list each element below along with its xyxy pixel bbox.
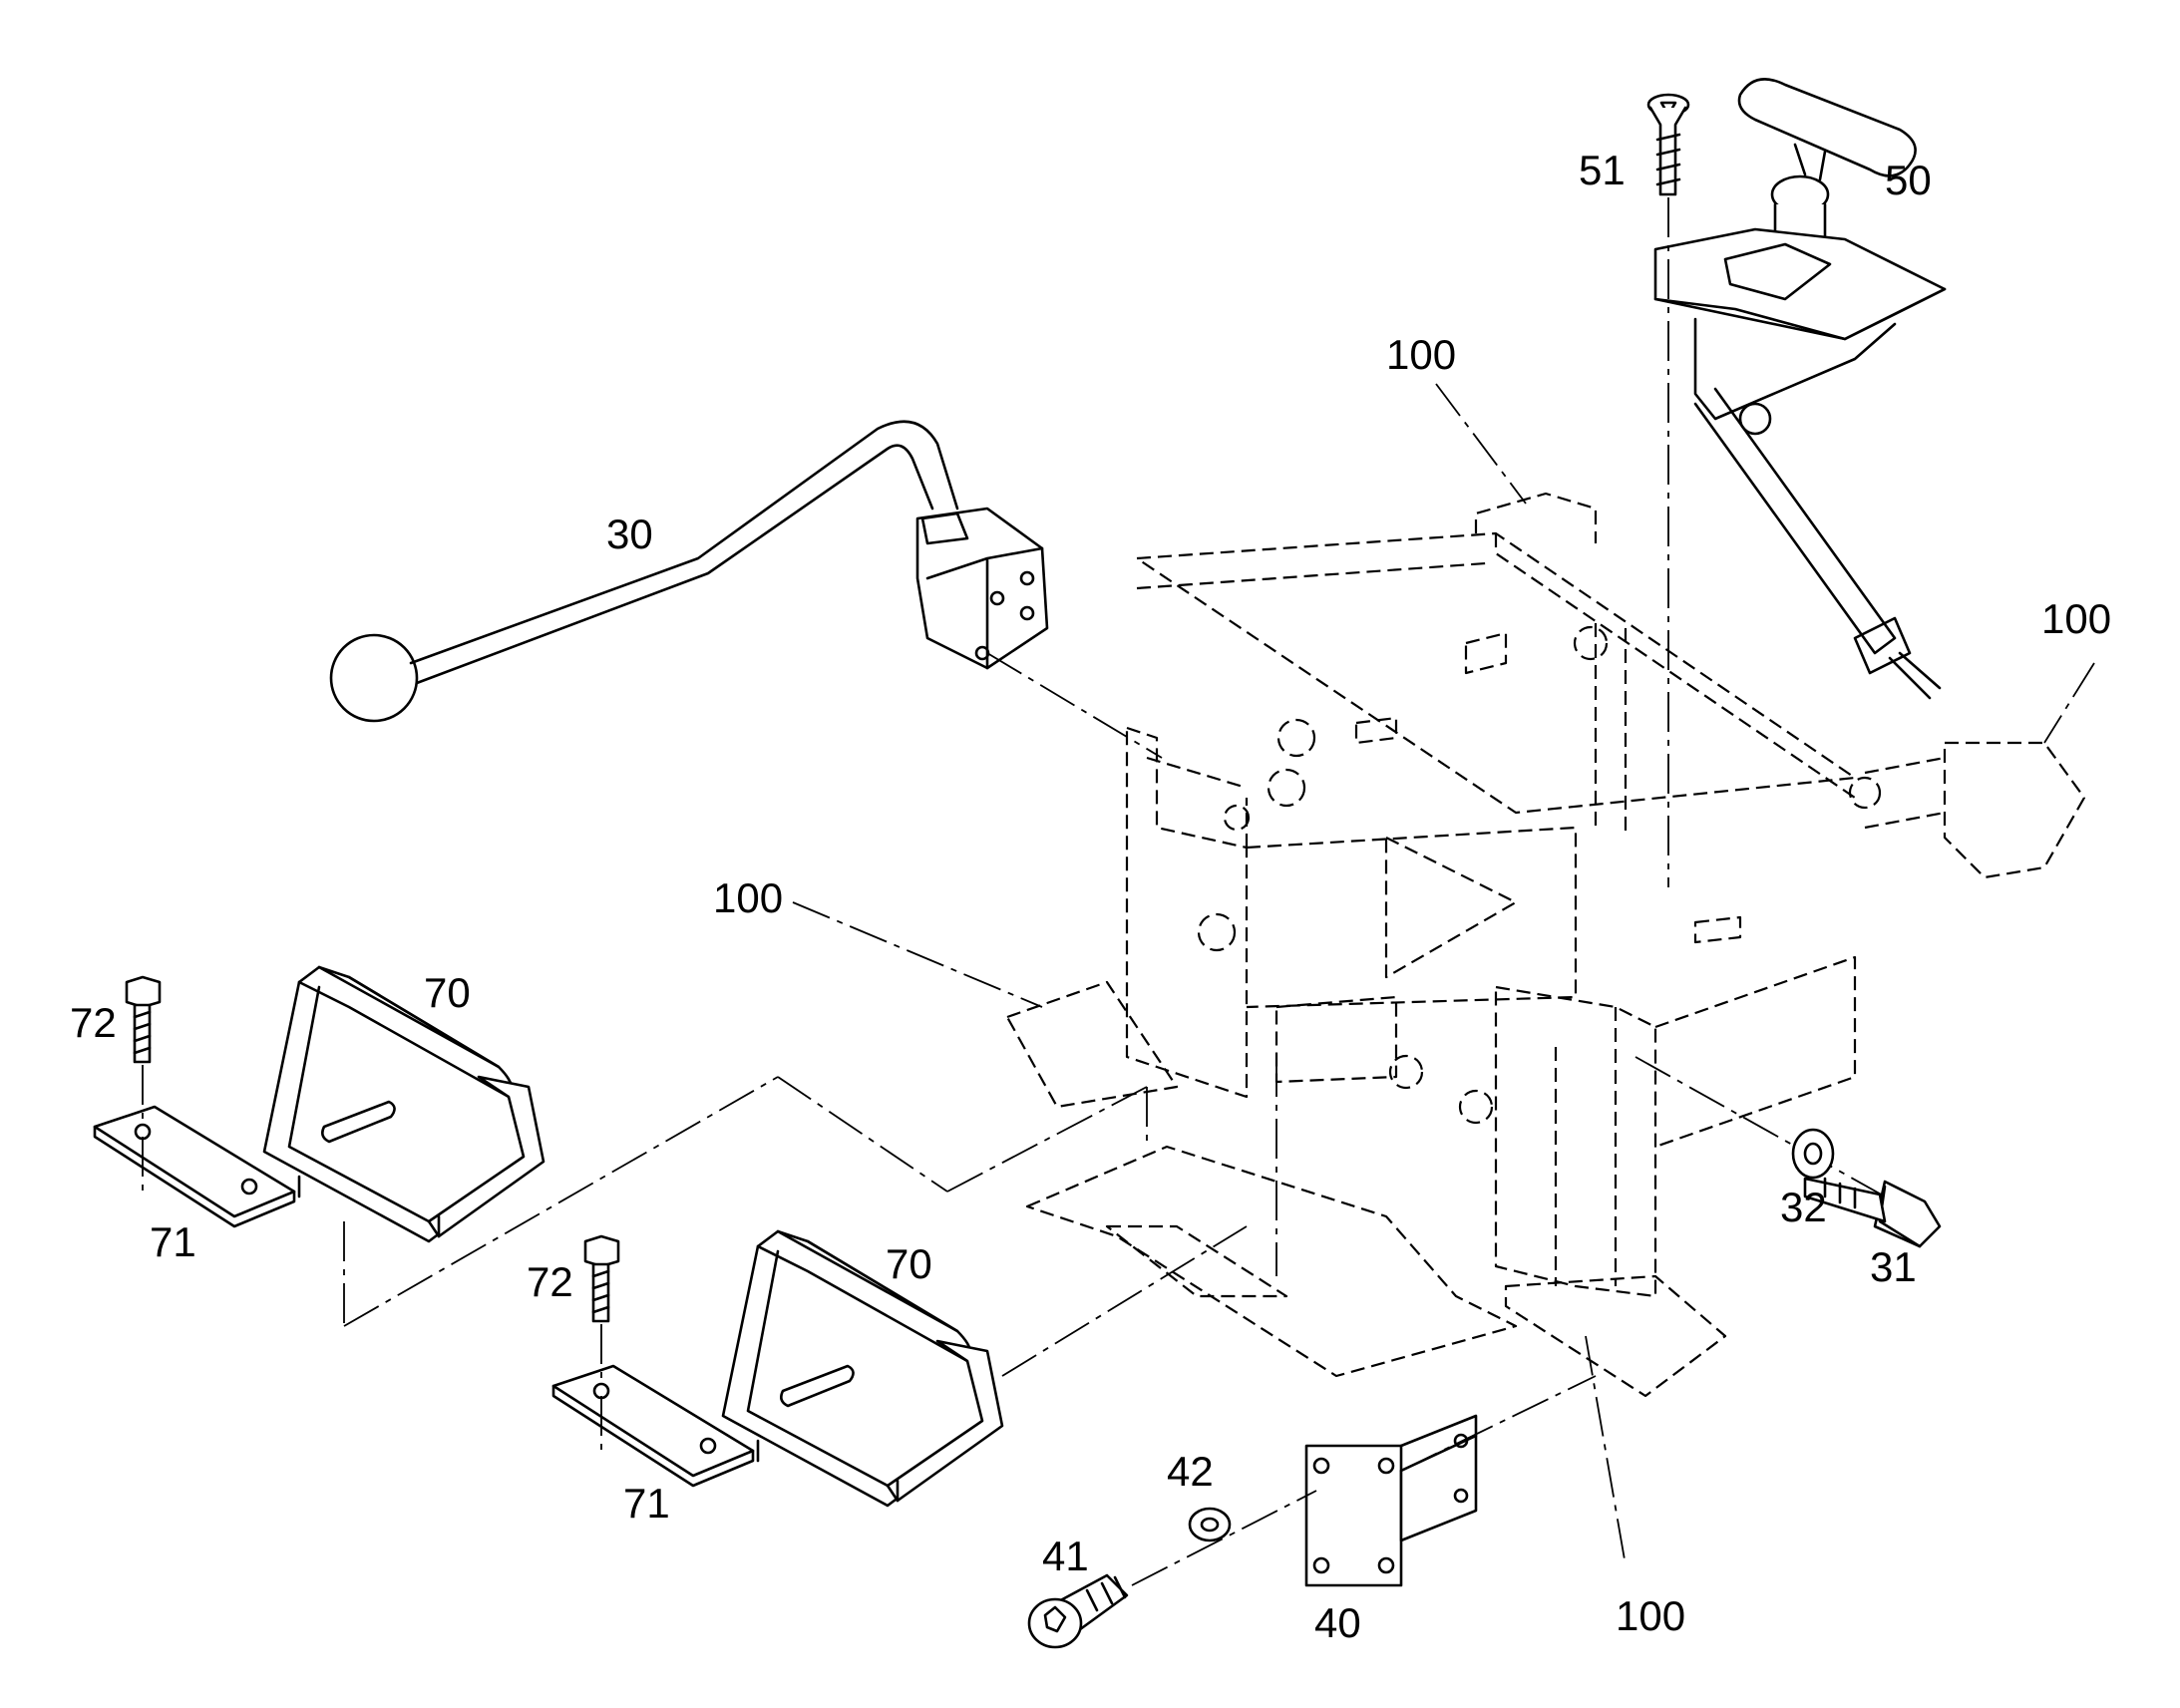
callout-51: 51 [1579,147,1626,193]
callout-42: 42 [1167,1448,1214,1495]
callout-50: 50 [1885,157,1932,203]
bracket-40-screw-41-washer-42 [1027,1375,1597,1649]
callout-100-bottom: 100 [1616,1592,1685,1639]
callout-30: 30 [606,511,653,557]
t-handle-valve [1653,78,1947,700]
hand-lever [329,420,1163,759]
callout-71-upper: 71 [150,1218,196,1265]
callout-71-lower: 71 [623,1480,670,1527]
callout-70-upper: 70 [424,969,471,1016]
callout-labels: 30 50 51 100 100 100 100 70 70 71 71 72 … [70,147,2111,1646]
callout-31: 31 [1870,1243,1917,1290]
callout-100-top: 100 [1386,331,1456,378]
bolt-31-washer-32 [1635,1056,1942,1248]
callout-72-lower: 72 [527,1258,573,1305]
foot-block-set-lower [551,1225,1248,1508]
leader-lines [792,383,2095,1566]
callout-72-upper: 72 [70,999,117,1046]
callout-40: 40 [1314,1599,1361,1646]
callout-32: 32 [1780,1184,1827,1230]
callout-70-lower: 70 [886,1240,932,1287]
callout-41: 41 [1042,1533,1089,1579]
callout-100-left: 100 [713,874,783,921]
screw-51 [1646,93,1690,887]
callout-100-right: 100 [2041,595,2111,642]
foot-block-set-upper [93,965,1148,1327]
frame-assembly [1005,492,2086,1398]
